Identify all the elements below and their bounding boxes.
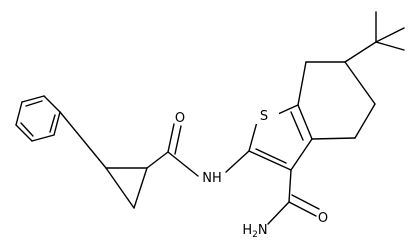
amide-nh2-subscript: 2 bbox=[252, 230, 258, 240]
bond-carbonyl-nh bbox=[167, 151, 199, 177]
sulfur-atom-label: S bbox=[260, 109, 268, 124]
amide-nh2-n: N bbox=[258, 223, 268, 238]
carbonyl-oxygen-right-label: O bbox=[318, 211, 328, 226]
cyclohexene-ring bbox=[297, 61, 376, 140]
carboxamide-group bbox=[267, 169, 320, 225]
amide-nh2-h: H bbox=[242, 223, 252, 238]
tert-butyl-group bbox=[344, 11, 405, 63]
cyclopropane-ring bbox=[105, 167, 148, 209]
bond-cyclopropane-carbonyl bbox=[146, 151, 169, 169]
phenyl-ring bbox=[15, 95, 61, 142]
amide-carbonyl-left bbox=[167, 123, 182, 155]
amide-nh2-label: H2N bbox=[242, 223, 267, 240]
amide-nh-label: NH bbox=[202, 171, 222, 186]
bond-phenyl-cyclopropane bbox=[59, 111, 107, 169]
carbonyl-oxygen-left-label: O bbox=[175, 111, 185, 126]
thiophene-ring bbox=[248, 104, 313, 171]
bond-nh-thiophene bbox=[225, 150, 250, 173]
